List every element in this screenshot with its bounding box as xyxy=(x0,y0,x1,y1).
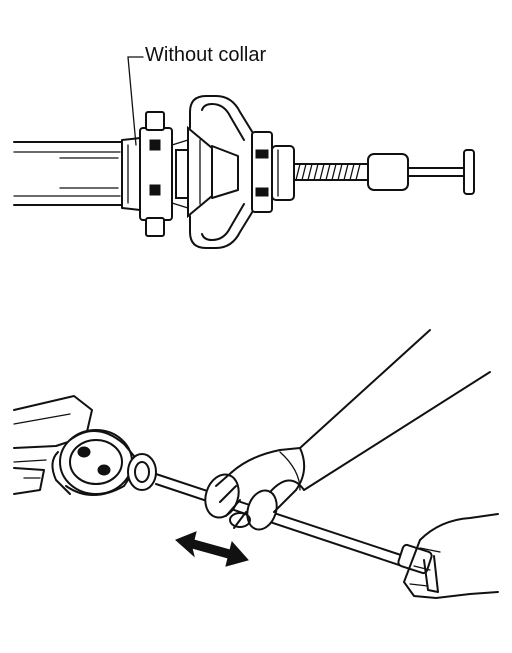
yoke-flange xyxy=(139,111,191,237)
double-arrow-icon xyxy=(175,531,249,567)
end-stop xyxy=(463,149,475,195)
t-handle xyxy=(397,543,439,593)
puller-assembly xyxy=(51,429,157,496)
slide-weight xyxy=(367,153,409,191)
slide-hammer-in-hands xyxy=(13,329,499,599)
without-collar-label: Without collar xyxy=(145,44,267,66)
callout-leader-line xyxy=(127,56,144,146)
hand-gripping-weight xyxy=(215,329,491,529)
puller-crossbar xyxy=(251,131,295,213)
slide-hammer-rod xyxy=(155,473,417,571)
puller-on-driveshaft xyxy=(13,56,475,249)
drive-shaft xyxy=(13,137,141,211)
sliding-weight xyxy=(204,473,278,531)
forcing-screw xyxy=(293,163,371,181)
hammer-rod xyxy=(407,167,467,177)
vehicle-chassis xyxy=(13,395,93,495)
puller-yoke xyxy=(187,95,257,249)
hand-on-t-handle xyxy=(403,513,499,599)
